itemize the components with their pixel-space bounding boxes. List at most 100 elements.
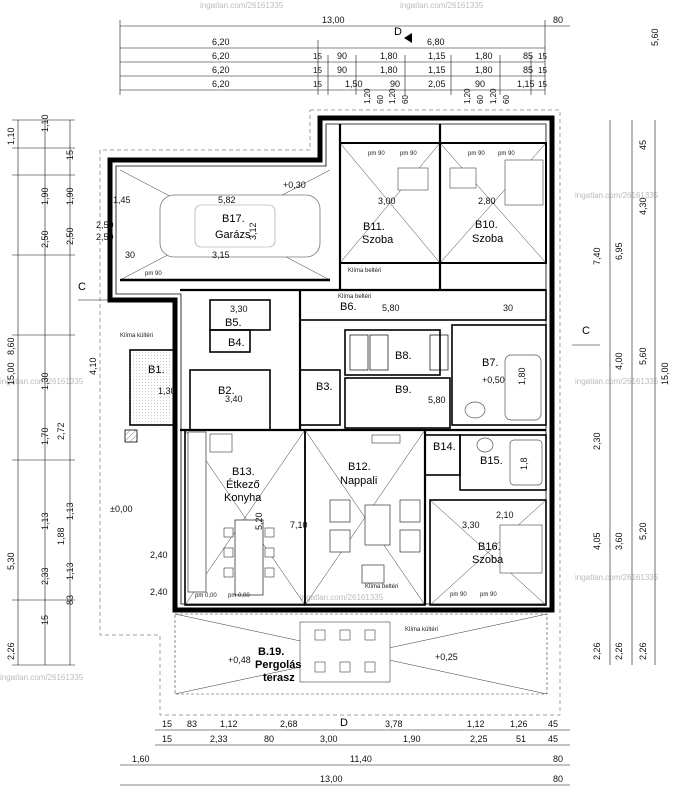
- svg-text:5,30: 5,30: [6, 552, 16, 570]
- svg-text:2,26: 2,26: [592, 642, 602, 660]
- section-d-top: D: [394, 26, 412, 43]
- svg-text:11,40: 11,40: [350, 754, 372, 764]
- bathtub-icon: [504, 354, 542, 421]
- svg-text:2,50: 2,50: [96, 232, 114, 242]
- svg-text:6,20: 6,20: [212, 51, 230, 61]
- room-b17-garage: B17. Garázs 5,82 3,12 3,15 pm 90 +0,30 1…: [113, 169, 331, 282]
- svg-text:1,13: 1,13: [65, 562, 75, 580]
- svg-text:2,26: 2,26: [638, 642, 648, 660]
- svg-text:15,00: 15,00: [6, 362, 16, 385]
- svg-text:80: 80: [264, 734, 274, 744]
- toilet-icon: [476, 437, 494, 453]
- room-b3: B3.: [299, 369, 341, 426]
- svg-text:90: 90: [390, 79, 400, 89]
- svg-text:+0,30: +0,30: [283, 180, 306, 190]
- room-b2: B2. 3,40: [189, 369, 271, 431]
- svg-text:C: C: [582, 325, 590, 337]
- room-b5: B5. 3,30: [209, 299, 271, 331]
- svg-text:Garázs: Garázs: [215, 229, 251, 241]
- svg-text:6,95: 6,95: [614, 242, 624, 260]
- svg-text:pm 0,00: pm 0,00: [228, 593, 250, 599]
- room-b12-living: B12. Nappali 7,10 5,20 Klíma beltéri: [254, 429, 426, 606]
- svg-text:B7.: B7.: [482, 357, 499, 369]
- svg-text:60: 60: [502, 95, 511, 104]
- svg-text:pm 90: pm 90: [400, 151, 417, 157]
- svg-text:2,10: 2,10: [496, 510, 514, 520]
- tv-icon: [371, 434, 401, 444]
- svg-text:90: 90: [337, 51, 347, 61]
- svg-text:B11.: B11.: [363, 221, 385, 233]
- car-icon: [159, 194, 321, 258]
- svg-text:2,40: 2,40: [150, 587, 168, 597]
- svg-text:ingatlan.com/26161335: ingatlan.com/26161335: [575, 191, 659, 200]
- svg-text:3,30: 3,30: [230, 304, 248, 314]
- svg-text:1,90: 1,90: [40, 187, 50, 205]
- svg-text:5,60: 5,60: [638, 347, 648, 365]
- watermarks: ingatlan.com/26161335 ingatlan.com/26161…: [0, 1, 659, 682]
- toilet-icon: [464, 401, 486, 419]
- svg-text:B15.: B15.: [480, 455, 503, 467]
- svg-text:ingatlan.com/26161335: ingatlan.com/26161335: [0, 377, 84, 386]
- svg-text:2,50: 2,50: [65, 227, 75, 245]
- svg-text:B1.: B1.: [148, 364, 165, 376]
- svg-text:83: 83: [187, 719, 197, 729]
- svg-text:B14.: B14.: [433, 441, 456, 453]
- svg-text:1,13: 1,13: [40, 512, 50, 530]
- svg-text:Szoba: Szoba: [472, 554, 504, 566]
- section-c-markers: C C: [78, 281, 600, 346]
- svg-text:B16.: B16.: [478, 541, 501, 553]
- svg-text:3,15: 3,15: [212, 250, 230, 260]
- svg-text:3,30: 3,30: [462, 520, 480, 530]
- left-dimensions: 1,10 8,60 15,00 5,30 2,26 1,10 1,90 2,50…: [6, 114, 114, 666]
- svg-text:1,15: 1,15: [517, 79, 535, 89]
- svg-text:2,72: 2,72: [56, 422, 66, 440]
- svg-text:B10.: B10.: [475, 219, 498, 231]
- svg-text:80: 80: [553, 774, 563, 784]
- svg-text:+0,25: +0,25: [435, 652, 458, 662]
- stove-icon: [209, 433, 233, 453]
- svg-text:ingatlan.com/26161335: ingatlan.com/26161335: [200, 1, 284, 10]
- section-d-bottom: D: [340, 717, 348, 729]
- svg-text:B.19.: B.19.: [258, 646, 284, 658]
- building-outline: [99, 109, 561, 716]
- svg-text:±0,00: ±0,00: [110, 504, 132, 514]
- svg-text:90: 90: [475, 79, 485, 89]
- svg-text:1,10: 1,10: [40, 114, 50, 132]
- svg-text:Klíma kültéri: Klíma kültéri: [120, 333, 153, 339]
- svg-text:3,00: 3,00: [378, 196, 396, 206]
- svg-text:3,60: 3,60: [614, 532, 624, 550]
- svg-text:83: 83: [65, 595, 75, 605]
- svg-text:3,12: 3,12: [248, 222, 258, 240]
- svg-text:80: 80: [553, 15, 563, 25]
- svg-text:1,20: 1,20: [363, 88, 372, 104]
- room-b6: B6. 5,80 30 Klíma beltéri: [299, 289, 547, 321]
- dim-bottom-total: 13,00: [320, 774, 343, 784]
- room-b4: B4.: [209, 329, 251, 353]
- svg-text:45: 45: [638, 140, 648, 150]
- svg-text:terasz: terasz: [263, 672, 295, 684]
- svg-text:80: 80: [553, 754, 563, 764]
- svg-text:pm 0,00: pm 0,00: [195, 593, 217, 599]
- svg-text:1,10: 1,10: [6, 127, 16, 145]
- svg-text:1,12: 1,12: [220, 719, 238, 729]
- svg-text:ingatlan.com/26161335: ingatlan.com/26161335: [400, 1, 484, 10]
- svg-text:ingatlan.com/26161335: ingatlan.com/26161335: [575, 573, 659, 582]
- svg-text:1,80: 1,80: [380, 65, 398, 75]
- svg-text:B12.: B12.: [348, 461, 371, 473]
- top-dimensions: 13,00 80 5,60 6,20 6,80 6,20 15 90 1,80 …: [119, 15, 660, 104]
- chairs: [223, 527, 275, 578]
- svg-text:2,33: 2,33: [210, 734, 228, 744]
- svg-text:pm 90: pm 90: [145, 271, 162, 277]
- svg-text:1,50: 1,50: [345, 79, 363, 89]
- svg-text:3,40: 3,40: [225, 394, 243, 404]
- svg-text:1,90: 1,90: [65, 187, 75, 205]
- svg-text:1,8: 1,8: [519, 457, 529, 470]
- svg-text:1,20: 1,20: [489, 88, 498, 104]
- svg-text:Klíma beltéri: Klíma beltéri: [338, 294, 371, 300]
- svg-text:B5.: B5.: [225, 317, 242, 329]
- svg-text:1,80: 1,80: [475, 65, 493, 75]
- svg-text:1,80: 1,80: [475, 51, 493, 61]
- right-dimensions: 15,00 45 4,30 5,60 5,20 2,26 6,95 7,40 4…: [592, 120, 670, 665]
- svg-text:4,30: 4,30: [638, 197, 648, 215]
